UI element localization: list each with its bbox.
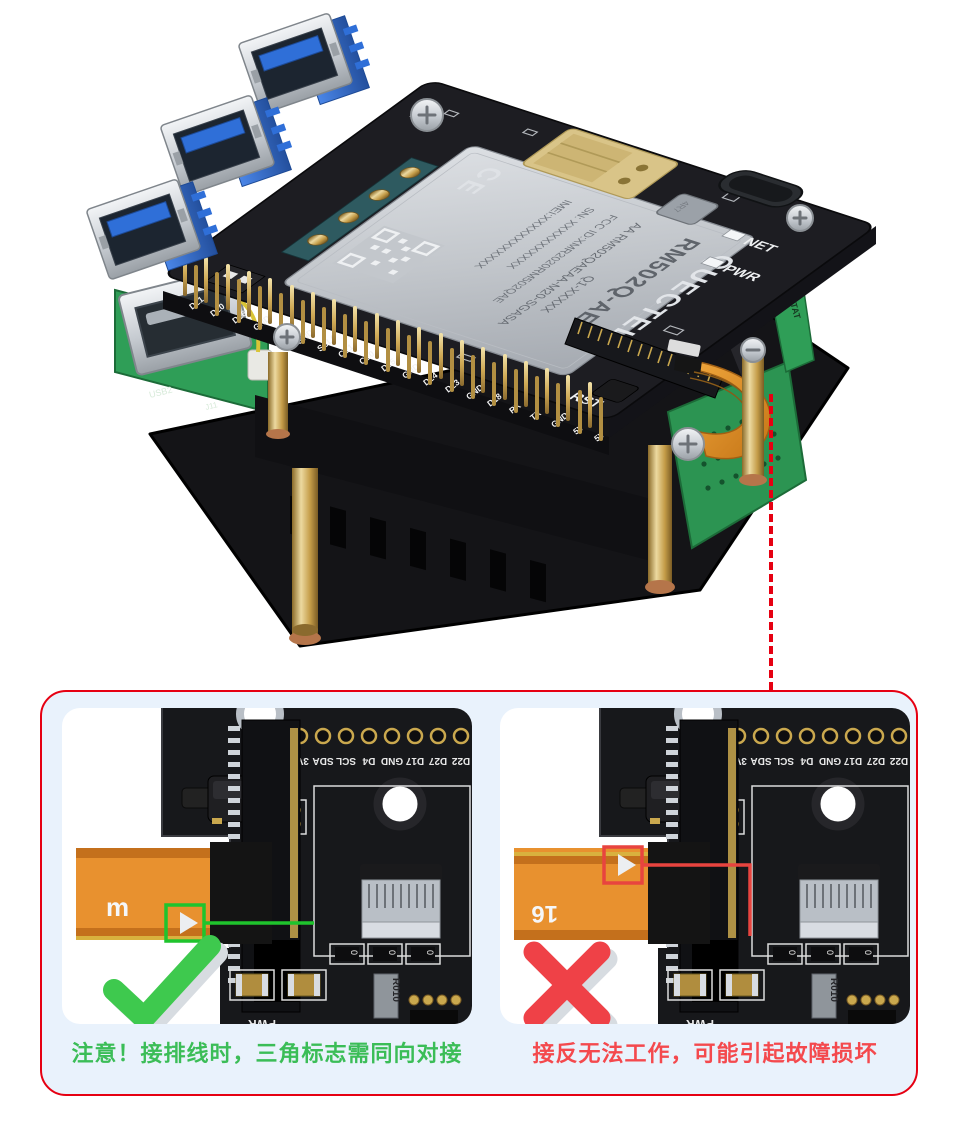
alignment-line-wrong (642, 863, 752, 936)
standoffs (266, 352, 767, 645)
modem-module: CE IMEI:XXXXXXXXXXXX SN: XXXXXXXXXXX FCC… (284, 146, 754, 376)
caption-wrong: 接反无法工作，可能引起故障损坏 (532, 1041, 878, 1066)
cable-stiffener (210, 842, 272, 944)
gpio-socket-block (255, 395, 655, 603)
usb2-label: USB2 (148, 385, 173, 400)
usb3-port-1 (238, 13, 371, 114)
usb3-port-3 (86, 179, 219, 280)
triangle-mark-icon (618, 854, 636, 876)
screws (273, 98, 814, 461)
cable-stiffener (648, 842, 710, 944)
cable-text: m (106, 892, 129, 922)
usb-c-port (718, 170, 804, 208)
reset-button (592, 379, 639, 403)
cross-icon (523, 941, 618, 1024)
inset-photo-wrong: 16 (500, 708, 910, 1024)
callout-dashed-line (769, 394, 773, 690)
inset-photo-correct: 3V3 SDA SCL D4 GND D17 D27 D22 RST (62, 708, 472, 1024)
net-led (721, 229, 748, 242)
cable-text: 16 (531, 900, 558, 927)
fpc-cable-correct: m (76, 842, 272, 944)
hat-right-face (609, 226, 876, 438)
j11-label: J11 (204, 400, 219, 412)
check-icon (103, 935, 228, 1024)
qr-code (332, 225, 445, 284)
yellow-wire (238, 298, 261, 353)
inductor: 4R7 (656, 193, 719, 225)
product-photo: STAT USB2 J11 (86, 13, 876, 648)
triangle-mark-icon (180, 912, 198, 934)
antenna-connectors (280, 157, 439, 262)
fpc-cable-wrong: 16 (514, 842, 710, 944)
caption-correct: 注意！接排线时，三角标志需同向对接 (71, 1041, 463, 1066)
sim-slot (522, 128, 678, 200)
note-panel: 3V3 SDA SCL D4 GND D17 D27 D22 RST (40, 690, 918, 1096)
usb3-port-2 (160, 95, 293, 196)
pwr-led (700, 256, 727, 269)
